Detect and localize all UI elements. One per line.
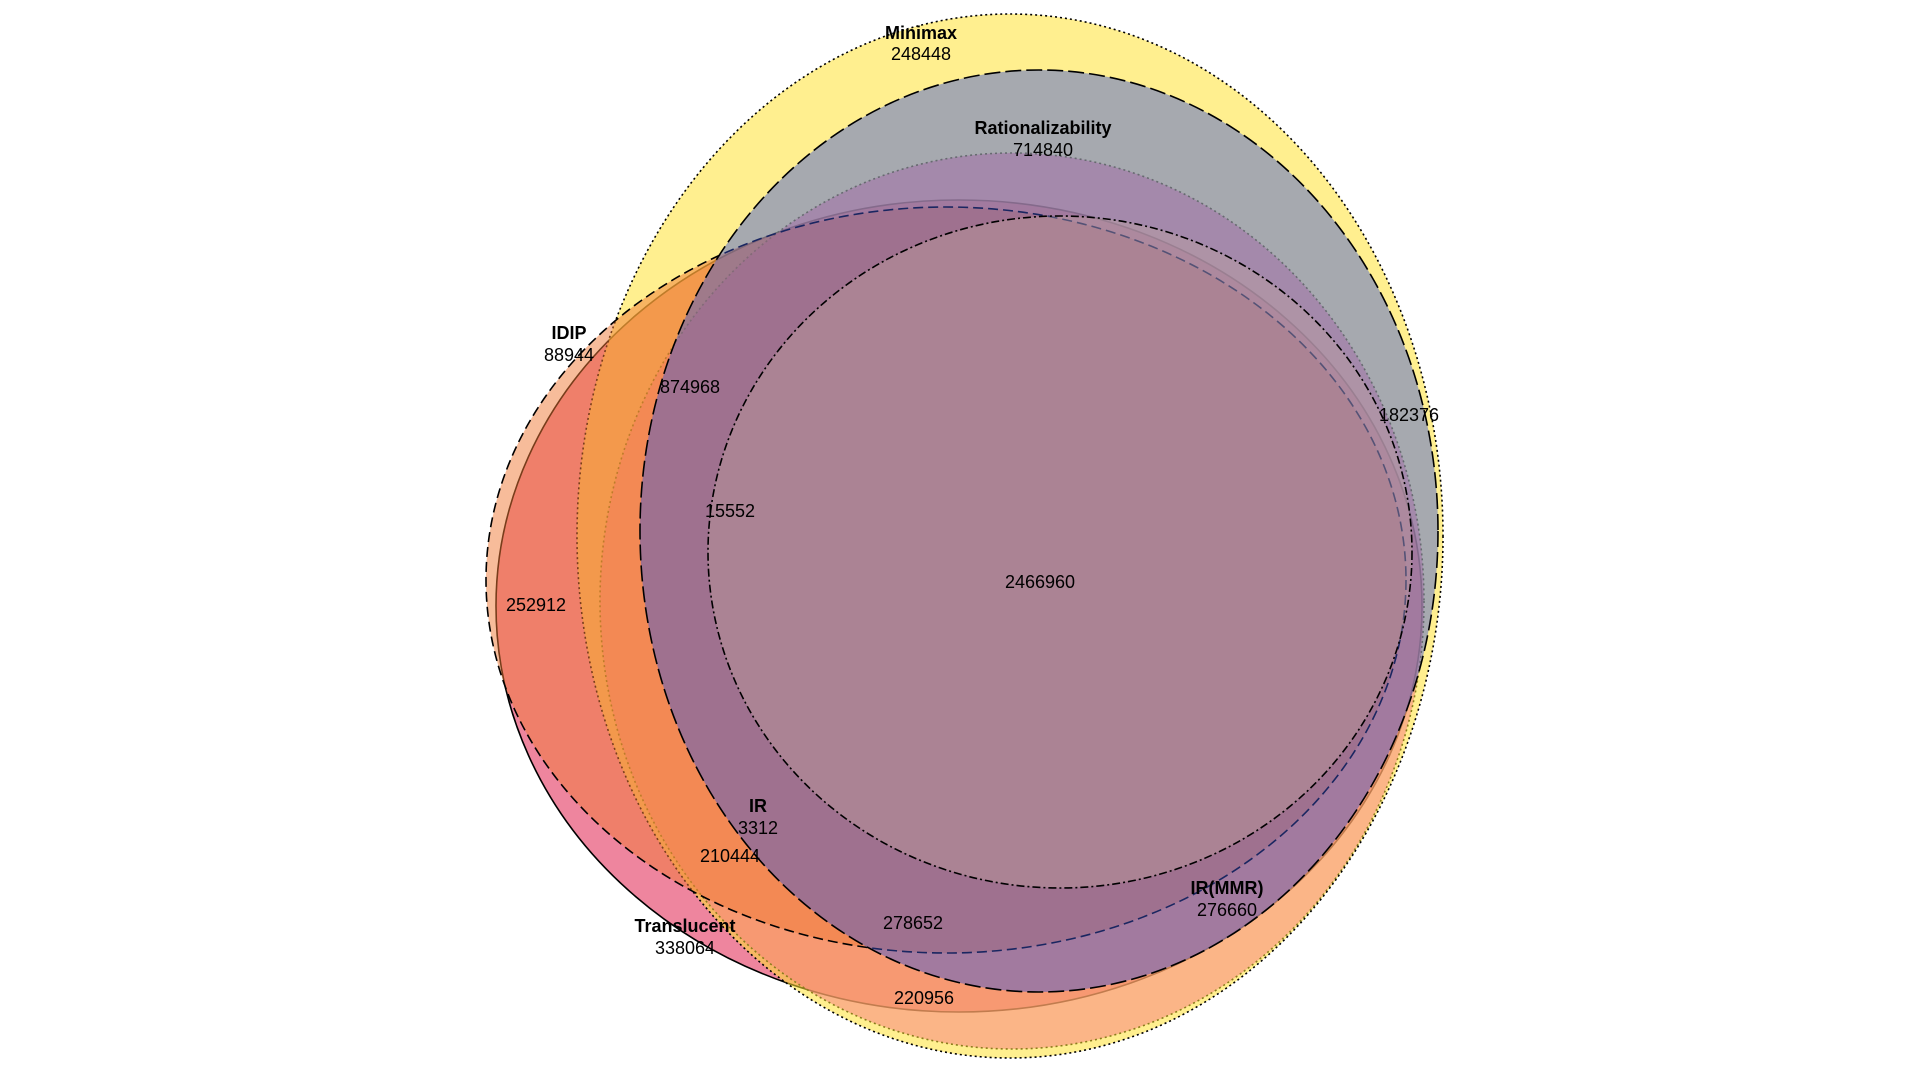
set-ellipse-idip [485, 206, 1407, 954]
region-count-2466960: 2466960 [1005, 572, 1075, 592]
set-count-translucent: 338064 [655, 938, 715, 958]
set-label-irmmr: IR(MMR) [1191, 878, 1264, 898]
set-count-irmmr: 276660 [1197, 900, 1257, 920]
set-label-rationalizability: Rationalizability [974, 118, 1111, 138]
set-count-minimax: 248448 [891, 44, 951, 64]
set-ellipse-rationalizability [639, 69, 1439, 993]
set-label-ir: IR [749, 796, 767, 816]
set-label-translucent: Translucent [634, 916, 735, 936]
region-count-210444: 210444 [700, 846, 760, 866]
region-count-220956: 220956 [894, 988, 954, 1008]
set-count-ir: 3312 [738, 818, 778, 838]
region-count-252912: 252912 [506, 595, 566, 615]
region-count-278652: 278652 [883, 913, 943, 933]
set-label-minimax: Minimax [885, 23, 957, 43]
region-count-874968: 874968 [660, 377, 720, 397]
set-count-rationalizability: 714840 [1013, 140, 1073, 160]
set-label-idip: IDIP [551, 323, 586, 343]
set-count-idip: 88944 [544, 345, 594, 365]
region-count-15552: 15552 [705, 501, 755, 521]
region-count-182376: 182376 [1379, 405, 1439, 425]
set-ellipse-ir [707, 215, 1413, 889]
